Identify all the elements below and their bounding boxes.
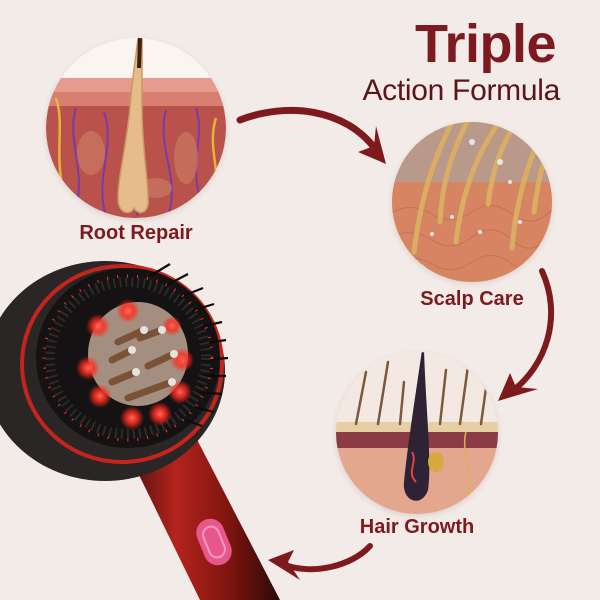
curved-arrow-down-icon (492, 265, 562, 405)
page-subtitle: Action Formula (362, 74, 560, 107)
root-repair-image (46, 38, 226, 218)
power-button (196, 518, 232, 566)
title-block: Triple Action Formula (362, 16, 560, 108)
product-image (0, 256, 290, 600)
curved-arrow-left-icon (262, 540, 374, 590)
scalp-care-label: Scalp Care (420, 288, 524, 310)
root-repair-label: Root Repair (79, 222, 193, 244)
curved-arrow-right-icon (236, 100, 396, 170)
page-title: Triple (414, 14, 557, 74)
scalp-care-image (392, 122, 552, 282)
hair-growth-image (336, 352, 498, 514)
hair-growth-label: Hair Growth (359, 516, 475, 538)
